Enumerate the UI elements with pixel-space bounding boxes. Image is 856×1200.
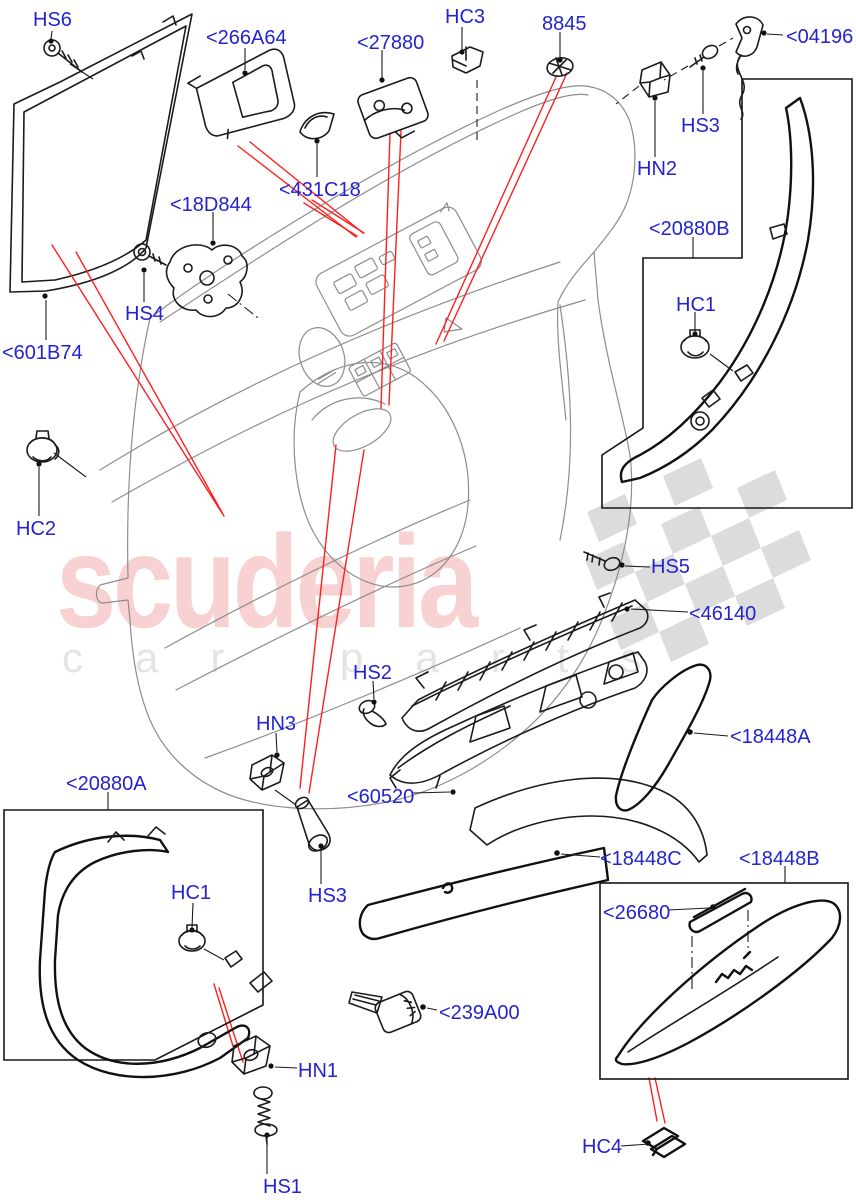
part-label-20880B[interactable]: <20880B (649, 218, 730, 240)
courtesy-lamp-239A00 (348, 990, 438, 1034)
part-label-18448B[interactable]: <18448B (739, 848, 820, 870)
part-label-hs3-bottom[interactable]: HS3 (308, 885, 347, 907)
clipnut-hn2 (615, 61, 671, 157)
memory-seat-switch (348, 342, 411, 397)
part-label-26680[interactable]: <26680 (603, 902, 671, 924)
part-label-hs1[interactable]: HS1 (263, 1176, 302, 1198)
cable-hook-04196 (735, 16, 784, 120)
door-carrier-assembly (389, 592, 708, 863)
inset-box-18448B (599, 866, 849, 1080)
inset-box-20880B (601, 78, 853, 509)
clip-hc1-right (680, 312, 754, 382)
cover-431C18 (299, 111, 335, 177)
part-label-hs5[interactable]: HS5 (651, 556, 690, 578)
part-label-8845[interactable]: 8845 (542, 13, 587, 35)
part-label-18448A[interactable]: <18448A (730, 726, 811, 748)
clip-hc2 (26, 430, 87, 516)
clip-hc4 (620, 1126, 687, 1159)
part-label-hs2[interactable]: HS2 (353, 662, 392, 684)
leader-60520 (412, 791, 451, 794)
part-label-hs3-top[interactable]: HS3 (681, 115, 720, 137)
part-label-hn2[interactable]: HN2 (637, 158, 678, 180)
pin-hs2 (358, 680, 387, 728)
part-label-431C18[interactable]: <431C18 (279, 179, 361, 201)
part-label-hc1-right[interactable]: HC1 (676, 294, 717, 316)
part-label-hc3[interactable]: HC3 (445, 6, 486, 28)
inset-box-20880A (3, 792, 273, 1079)
screw-spring-hs1 (253, 1086, 278, 1174)
part-label-46140[interactable]: <46140 (689, 603, 757, 625)
watermark-primary: scuderia (56, 508, 478, 655)
grommet-8845 (546, 32, 574, 77)
screw-hs5 (583, 551, 651, 572)
bracket-27880 (357, 50, 429, 140)
tweeter-bracket-18D844 (165, 212, 259, 319)
leader-46140 (630, 608, 689, 613)
screw-hs6 (43, 30, 94, 80)
applique-26680 (667, 887, 753, 992)
part-label-20880A[interactable]: <20880A (66, 773, 147, 795)
part-label-hn3[interactable]: HN3 (256, 713, 297, 735)
part-label-04196[interactable]: <04196 (786, 26, 854, 48)
part-label-18448C[interactable]: <18448C (600, 848, 682, 870)
armrest-trim-18448B (614, 899, 842, 1066)
screw-hs4 (133, 243, 167, 302)
window-switch-pack (315, 202, 482, 337)
part-label-hs6[interactable]: HS6 (33, 9, 72, 31)
checker-watermark (585, 458, 811, 662)
mirror-triangle-panel (9, 13, 193, 293)
part-label-601B74[interactable]: <601B74 (2, 342, 83, 364)
screw-hs3-bottom (294, 796, 331, 884)
part-label-18D844[interactable]: <18D844 (170, 194, 252, 216)
clipnut-hn3 (249, 732, 297, 806)
clip-hc1-left (178, 902, 243, 968)
clipnut-hn1 (231, 1035, 298, 1075)
part-label-hc2[interactable]: HC2 (16, 518, 57, 540)
trim-strip-18448A (614, 663, 729, 812)
part-label-hc1-left[interactable]: HC1 (171, 882, 212, 904)
part-label-hn1[interactable]: HN1 (298, 1060, 339, 1082)
part-label-hc4[interactable]: HC4 (582, 1136, 623, 1158)
switch-bezel-266A64 (187, 48, 296, 140)
door-pull-handle (293, 361, 470, 588)
red-leader-lines (51, 72, 666, 1124)
speaker-grille (298, 327, 346, 387)
part-label-239A00[interactable]: <239A00 (439, 1002, 520, 1024)
trim-strip-18448C (358, 846, 610, 941)
screw-hs3-top (663, 37, 734, 114)
part-label-60520[interactable]: <60520 (347, 786, 415, 808)
clip-hc3 (451, 27, 484, 145)
part-label-266A64[interactable]: <266A64 (206, 27, 287, 49)
part-label-27880[interactable]: <27880 (357, 32, 425, 54)
part-label-hs4[interactable]: HS4 (125, 303, 164, 325)
watermark-secondary: car parts (62, 634, 694, 681)
